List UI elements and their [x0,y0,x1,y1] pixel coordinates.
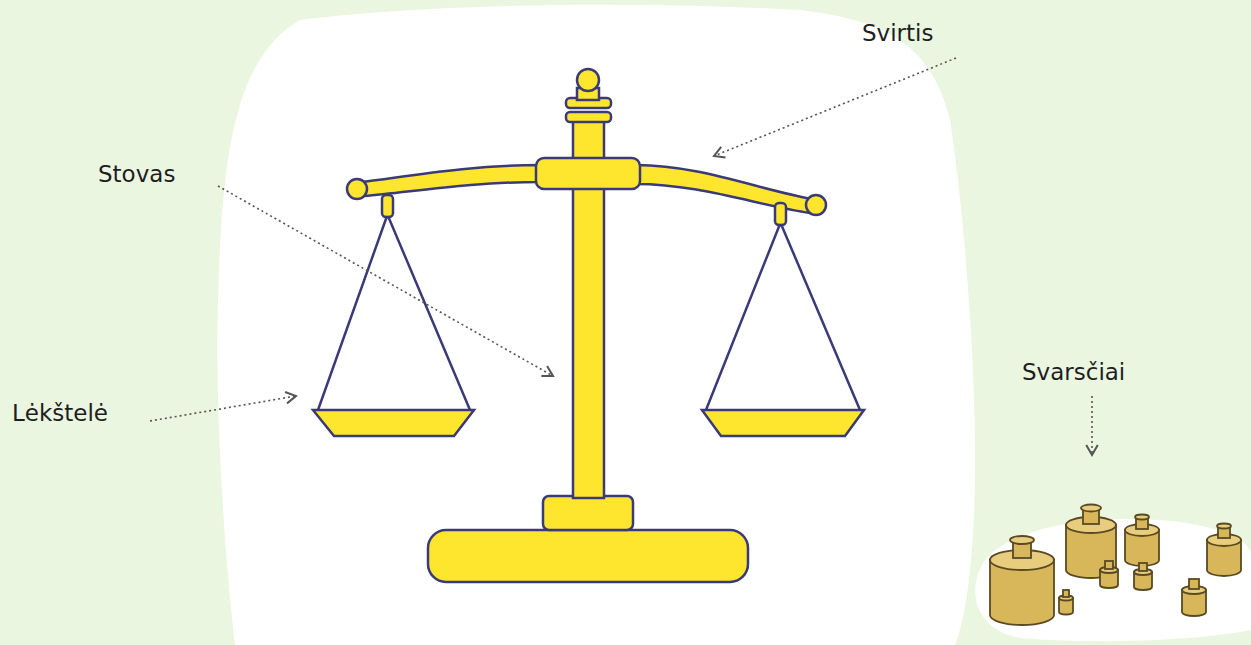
scale-base [428,496,748,582]
leader-line [150,58,1092,455]
scale-beam [347,158,826,225]
part-label: Svirtis [862,22,933,45]
white-blob [975,519,1251,641]
part-label: Lėkštelė [12,402,108,425]
white-blob [217,5,975,645]
weights-set [990,505,1241,626]
part-label: Svarsčiai [1022,361,1125,384]
scale-stand [566,69,611,498]
scale-pan [313,216,864,436]
part-label: Stovas [98,163,175,186]
